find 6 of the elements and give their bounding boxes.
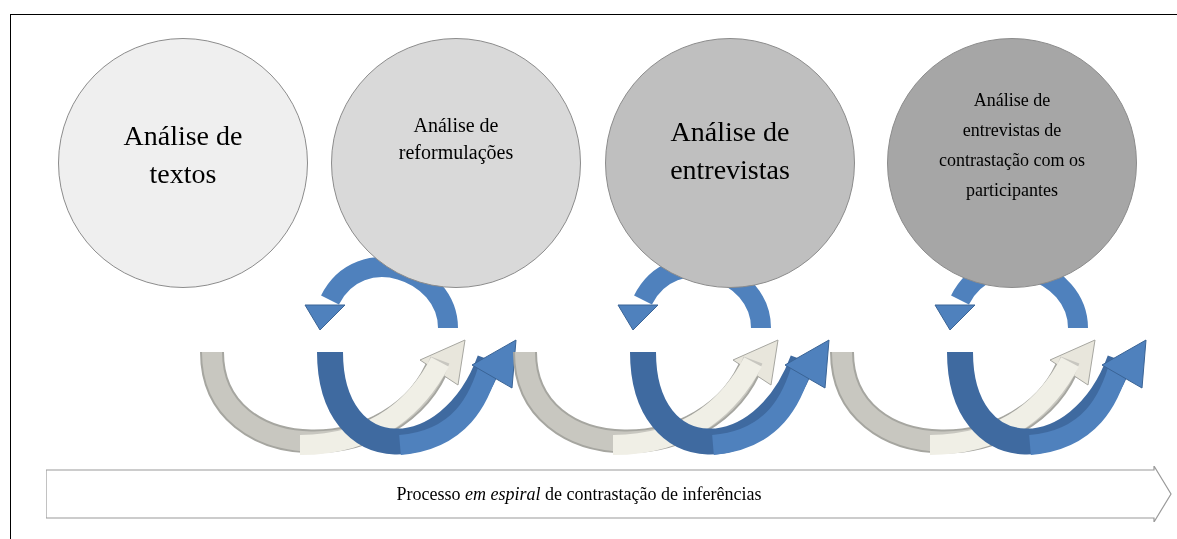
circle-label: Análise de entrevistas de contrastação com os participantes [938, 89, 1086, 202]
arrow-label: Processo em espiral de contrastação de inferências [396, 482, 762, 506]
circle-label: Análise de textos [122, 119, 244, 191]
circle-label: Análise de reformulações [397, 113, 515, 166]
circle-label: Análise de entrevistas [669, 115, 791, 187]
block-arrow [46, 466, 1172, 522]
